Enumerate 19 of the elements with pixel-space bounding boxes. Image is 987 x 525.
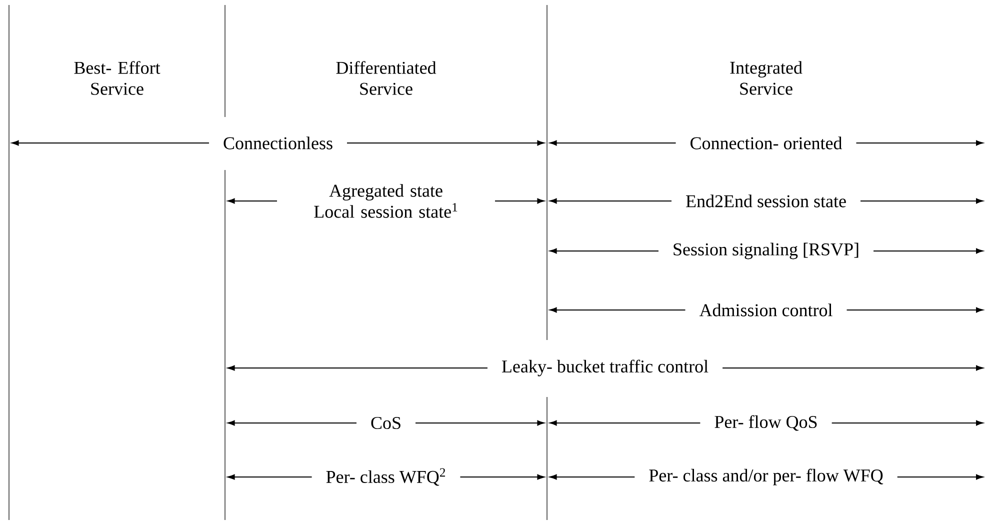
edge-label: Per- class and/or per- flow WFQ [634, 468, 898, 486]
edge-label: Per- class WFQ$^{2}$ [312, 467, 460, 487]
divider-line [8, 5, 10, 520]
divider-line [224, 170, 226, 520]
edge-label: Session signaling [RSVP] [658, 242, 874, 260]
edge-label: Agregated state Local session state$^{1}$ [277, 183, 495, 219]
edge-label: Admission control [685, 302, 847, 318]
edge-label: End2End session state [672, 194, 860, 208]
edge-label: Connection- oriented [676, 136, 856, 150]
column-heading: Integrated Service [730, 61, 802, 95]
divider-line [546, 397, 548, 520]
divider-line [546, 5, 548, 340]
edge-label: Connectionless [209, 136, 347, 150]
edge-label: Leaky- bucket traffic control [487, 358, 723, 378]
edge-label: Per- flow QoS [700, 414, 832, 432]
column-heading: Differentiated Service [336, 61, 436, 95]
column-heading: Best- Effort Service [74, 61, 160, 95]
edge-label: CoS [356, 416, 416, 430]
divider-line [224, 5, 226, 117]
